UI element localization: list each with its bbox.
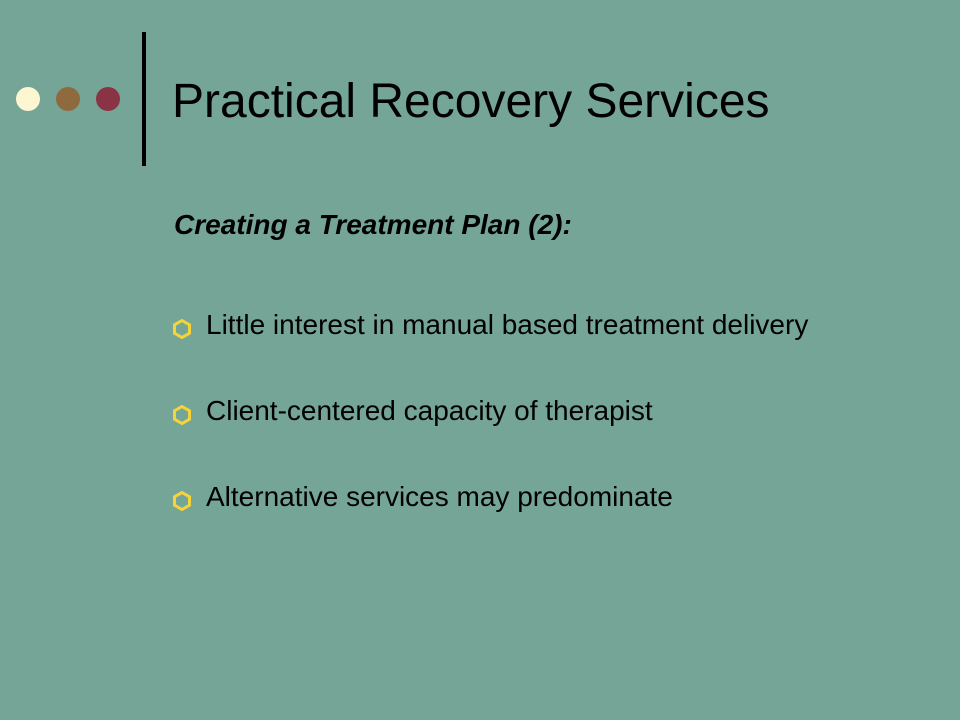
hexagon-ring-icon — [173, 491, 191, 511]
slide-title: Practical Recovery Services — [172, 75, 770, 128]
bullet-text: Alternative services may predominate — [206, 481, 673, 512]
hexagon-ring-icon — [173, 405, 191, 425]
bullet-list: Little interest in manual based treatmen… — [172, 306, 872, 516]
bullet-item: Little interest in manual based treatmen… — [172, 306, 872, 344]
decorative-dot-maroon — [96, 87, 120, 111]
bullet-text: Little interest in manual based treatmen… — [206, 309, 809, 340]
slide-subtitle: Creating a Treatment Plan (2): — [174, 209, 572, 240]
title-divider-line — [142, 32, 146, 166]
hexagon-ring-icon — [173, 319, 191, 339]
decorative-dot-brown — [56, 87, 80, 111]
bullet-item: Alternative services may predominate — [172, 478, 872, 516]
decorative-dot-cream — [16, 87, 40, 111]
bullet-item: Client-centered capacity of therapist — [172, 392, 872, 430]
bullet-text: Client-centered capacity of therapist — [206, 395, 653, 426]
